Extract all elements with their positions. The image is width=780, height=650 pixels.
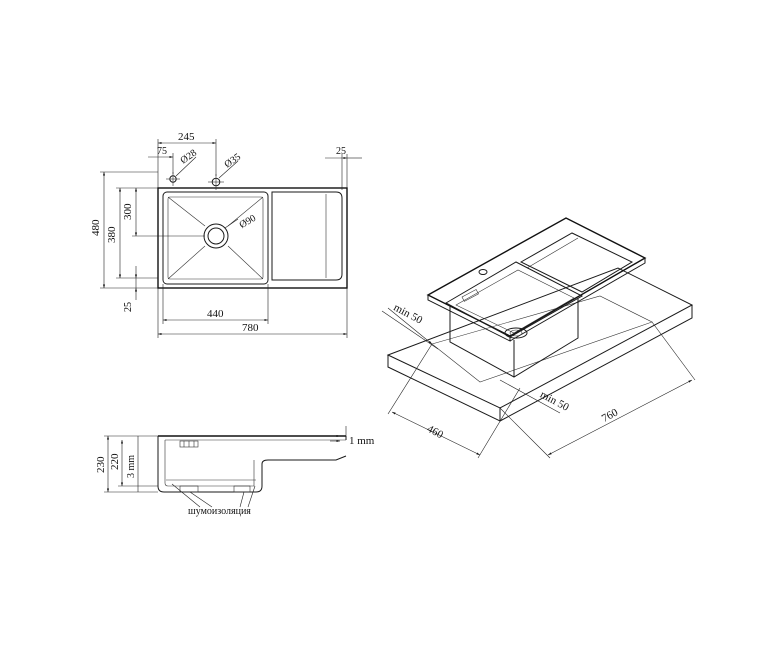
bowl-diagonal xyxy=(227,245,264,280)
iso-drainboard xyxy=(519,232,634,293)
bowl-diagonal xyxy=(167,196,206,227)
drain-inner xyxy=(207,227,225,245)
insulation-label: шумоизоляция xyxy=(188,506,251,517)
insulation-pad xyxy=(179,485,199,493)
dim-d28: Ø28 xyxy=(179,148,199,167)
iso-drain xyxy=(504,327,528,339)
dim-3mm: 3 mm xyxy=(126,455,137,478)
dim-480: 480 xyxy=(90,219,102,236)
countertop xyxy=(386,267,694,409)
dim-25-left: 25 xyxy=(123,302,134,312)
bowl-profile xyxy=(157,436,347,493)
dim-245: 245 xyxy=(178,131,195,143)
bowl-diagonal xyxy=(227,196,264,227)
dim-d35: Ø35 xyxy=(223,152,243,171)
dim-75: 75 xyxy=(157,146,167,157)
bowl-outer xyxy=(162,191,269,285)
dim-220: 220 xyxy=(109,453,121,470)
dim-1mm: 1 mm xyxy=(349,435,375,447)
dim-760: 760 xyxy=(600,406,621,425)
dim-460: 460 xyxy=(425,423,446,442)
dim-380: 380 xyxy=(106,226,118,243)
side-view: 230 220 3 mm 1 mm шумоизоляция xyxy=(95,426,375,517)
dim-440: 440 xyxy=(207,308,224,320)
iso-bowl xyxy=(444,261,584,338)
dim-25-top: 25 xyxy=(336,146,346,157)
bowl-diagonal xyxy=(167,245,206,280)
dim-min50-left: min 50 xyxy=(391,302,424,327)
dim-780: 780 xyxy=(242,322,259,334)
isometric-view: min 50 min 50 460 760 xyxy=(381,217,696,459)
iso-tap-hole xyxy=(478,269,488,275)
top-view: 245 75 Ø28 Ø35 25 480 380 300 25 xyxy=(90,131,362,338)
dim-230: 230 xyxy=(95,456,107,473)
insulation-pad xyxy=(233,485,251,493)
sink-outline xyxy=(157,187,348,289)
sink-rim xyxy=(426,217,647,337)
drainboard xyxy=(271,191,343,281)
dim-300: 300 xyxy=(122,203,134,220)
bowl-inner xyxy=(167,196,264,280)
